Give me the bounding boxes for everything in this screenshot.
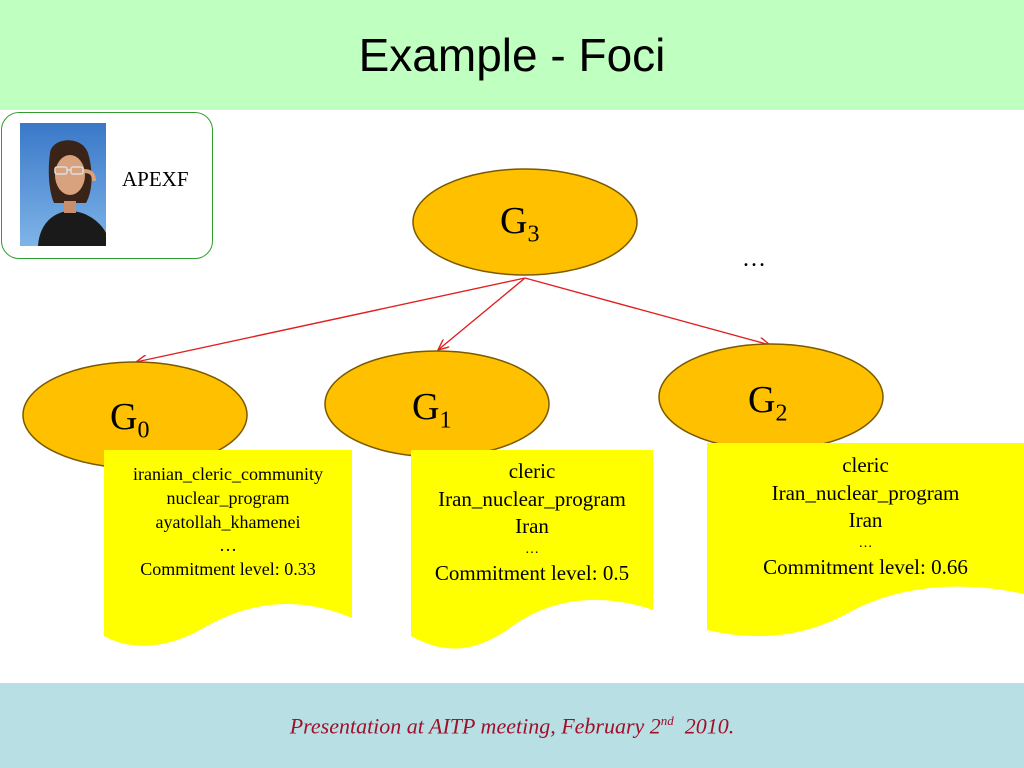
note-text-g0: iranian_cleric_community nuclear_program… xyxy=(104,463,352,582)
note-text-g2: cleric Iran_nuclear_program Iran … Commi… xyxy=(707,452,1024,581)
commitment-level: Commitment level: 0.5 xyxy=(434,560,630,585)
focus-term-ellipsis: … xyxy=(219,535,237,556)
node-label-g0: G0 xyxy=(110,396,150,444)
note-g2 xyxy=(707,443,1024,637)
focus-term-ellipsis: … xyxy=(525,542,539,558)
slide-footer: Presentation at AITP meeting, February 2… xyxy=(0,683,1024,768)
more-foci-ellipsis: … xyxy=(742,246,766,272)
avatar-label: APEXF xyxy=(122,167,189,191)
focus-term-ellipsis: … xyxy=(858,536,873,552)
focus-term: iranian_cleric_community xyxy=(133,464,323,484)
node-label-g2: G2 xyxy=(748,379,788,427)
focus-term: nuclear_program xyxy=(166,487,290,508)
note-g0 xyxy=(104,450,352,646)
focus-term: cleric xyxy=(842,453,889,477)
note-g1 xyxy=(411,450,653,649)
note-text-g1: cleric Iran_nuclear_program Iran … Commi… xyxy=(411,458,653,587)
focus-term: Iran_nuclear_program xyxy=(438,486,626,511)
edge-g3-g0 xyxy=(136,277,526,362)
commitment-level: Commitment level: 0.33 xyxy=(140,559,316,579)
slide-title: Example - Foci xyxy=(358,29,666,81)
commitment-level: Commitment level: 0.66 xyxy=(763,554,968,579)
slide-header: Example - Foci xyxy=(0,0,1024,110)
avatar-card: APEXF xyxy=(1,112,213,259)
edge-g3-g1 xyxy=(438,277,526,350)
node-g3 xyxy=(412,168,638,276)
avatar xyxy=(20,123,106,246)
edge-g3-g2 xyxy=(524,277,770,345)
focus-term: Iran_nuclear_program xyxy=(771,480,960,505)
focus-term: ayatollah_khamenei xyxy=(155,511,301,532)
footer-text: Presentation at AITP meeting, February 2… xyxy=(289,713,735,739)
focus-term: Iran xyxy=(515,514,549,539)
focus-term: cleric xyxy=(508,459,556,483)
node-label-g1: G1 xyxy=(412,386,452,434)
focus-term: Iran xyxy=(848,508,883,533)
node-label-g3: G3 xyxy=(500,200,540,248)
